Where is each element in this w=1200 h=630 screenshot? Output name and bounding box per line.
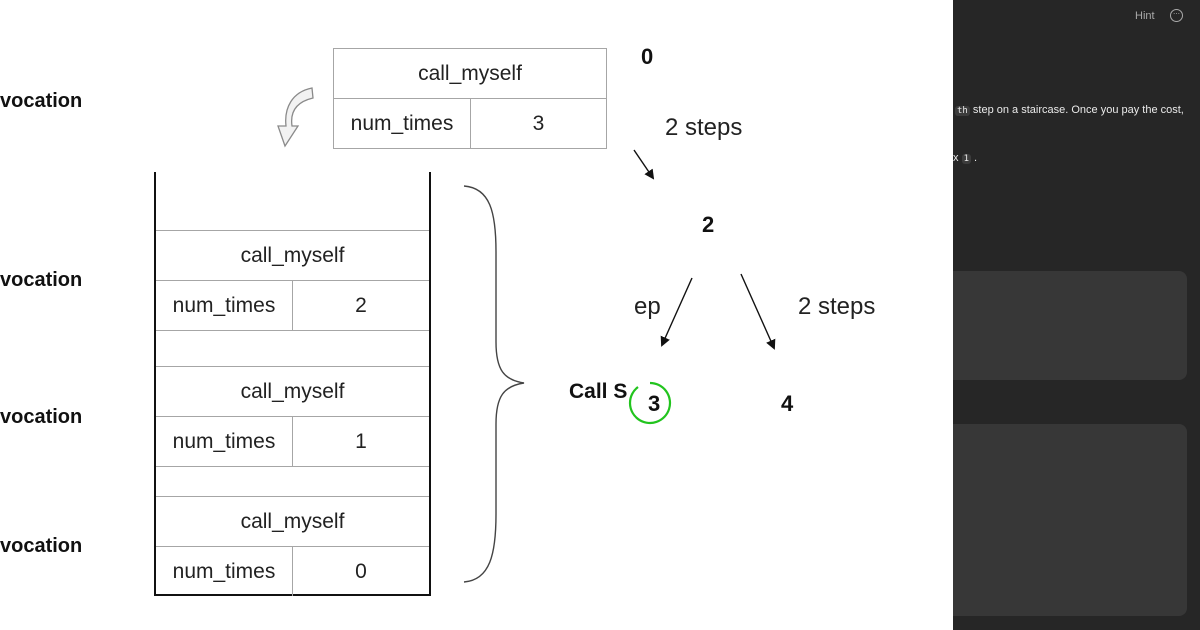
edge-arrow-left: [660, 277, 693, 347]
stack-frame-value: 2: [355, 293, 367, 317]
edge-label-root: 2 steps: [665, 114, 743, 141]
highlight-circle: [628, 381, 672, 425]
hint-button[interactable]: Hint: [1135, 10, 1155, 22]
problem-panel: Hint ⋯ th step on a staircase. Once you …: [953, 0, 1200, 630]
stack-frame-name: call_myself: [156, 496, 429, 547]
stack-frame: call_myself num_times 2: [156, 230, 429, 331]
top-frame-var: num_times: [333, 98, 471, 149]
top-frame-table: call_myself num_times 3: [333, 48, 607, 149]
stack-frame-value: 1: [355, 429, 367, 453]
invocation-label: vocation: [0, 269, 83, 291]
problem-text-line: th step on a staircase. Once you pay the…: [955, 104, 1184, 116]
stack-frame: call_myself num_times 0: [156, 496, 429, 596]
top-frame-value: 3: [470, 98, 607, 149]
inline-code: th: [955, 106, 970, 116]
invocation-label: vocation: [0, 90, 83, 112]
edge-label-left: ep: [634, 293, 661, 320]
example-box: [953, 424, 1187, 616]
invocation-label: vocation: [0, 535, 83, 557]
tree-edges: [628, 149, 776, 425]
top-frame-name: call_myself: [333, 48, 607, 99]
problem-text: x: [953, 152, 959, 164]
tree-node-mid: 2: [702, 212, 715, 237]
stack-frame-var: num_times: [156, 417, 293, 466]
curly-brace: [463, 185, 525, 583]
stack-frame-var: num_times: [156, 281, 293, 330]
invocation-label: vocation: [0, 406, 83, 428]
call-label: Call S: [569, 380, 628, 403]
stack-wall-right: [429, 172, 431, 596]
edge-arrow-root: [633, 149, 655, 180]
tree-node-right-leaf: 4: [781, 391, 794, 416]
stack-frame-value: 0: [355, 559, 367, 583]
tree-node-root: 0: [641, 44, 654, 69]
more-options-icon[interactable]: ⋯: [1170, 9, 1183, 22]
problem-text: .: [974, 152, 978, 164]
stack-frame-var: num_times: [156, 547, 293, 596]
stack-frame-name: call_myself: [156, 366, 429, 417]
example-box: [953, 271, 1187, 380]
tree-node-left-leaf: 3: [648, 391, 661, 416]
problem-text-line: x 1 .: [953, 152, 977, 164]
edge-arrow-right: [740, 273, 776, 350]
push-arrow-icon: [277, 87, 314, 148]
stack-frame-name: call_myself: [156, 230, 429, 281]
inline-code: 1: [961, 154, 971, 164]
edge-label-right: 2 steps: [798, 293, 876, 320]
stack-frame: call_myself num_times 1: [156, 366, 429, 467]
stack-wall-left: [154, 172, 156, 596]
problem-text: step on a staircase. Once you pay the co…: [972, 104, 1184, 116]
